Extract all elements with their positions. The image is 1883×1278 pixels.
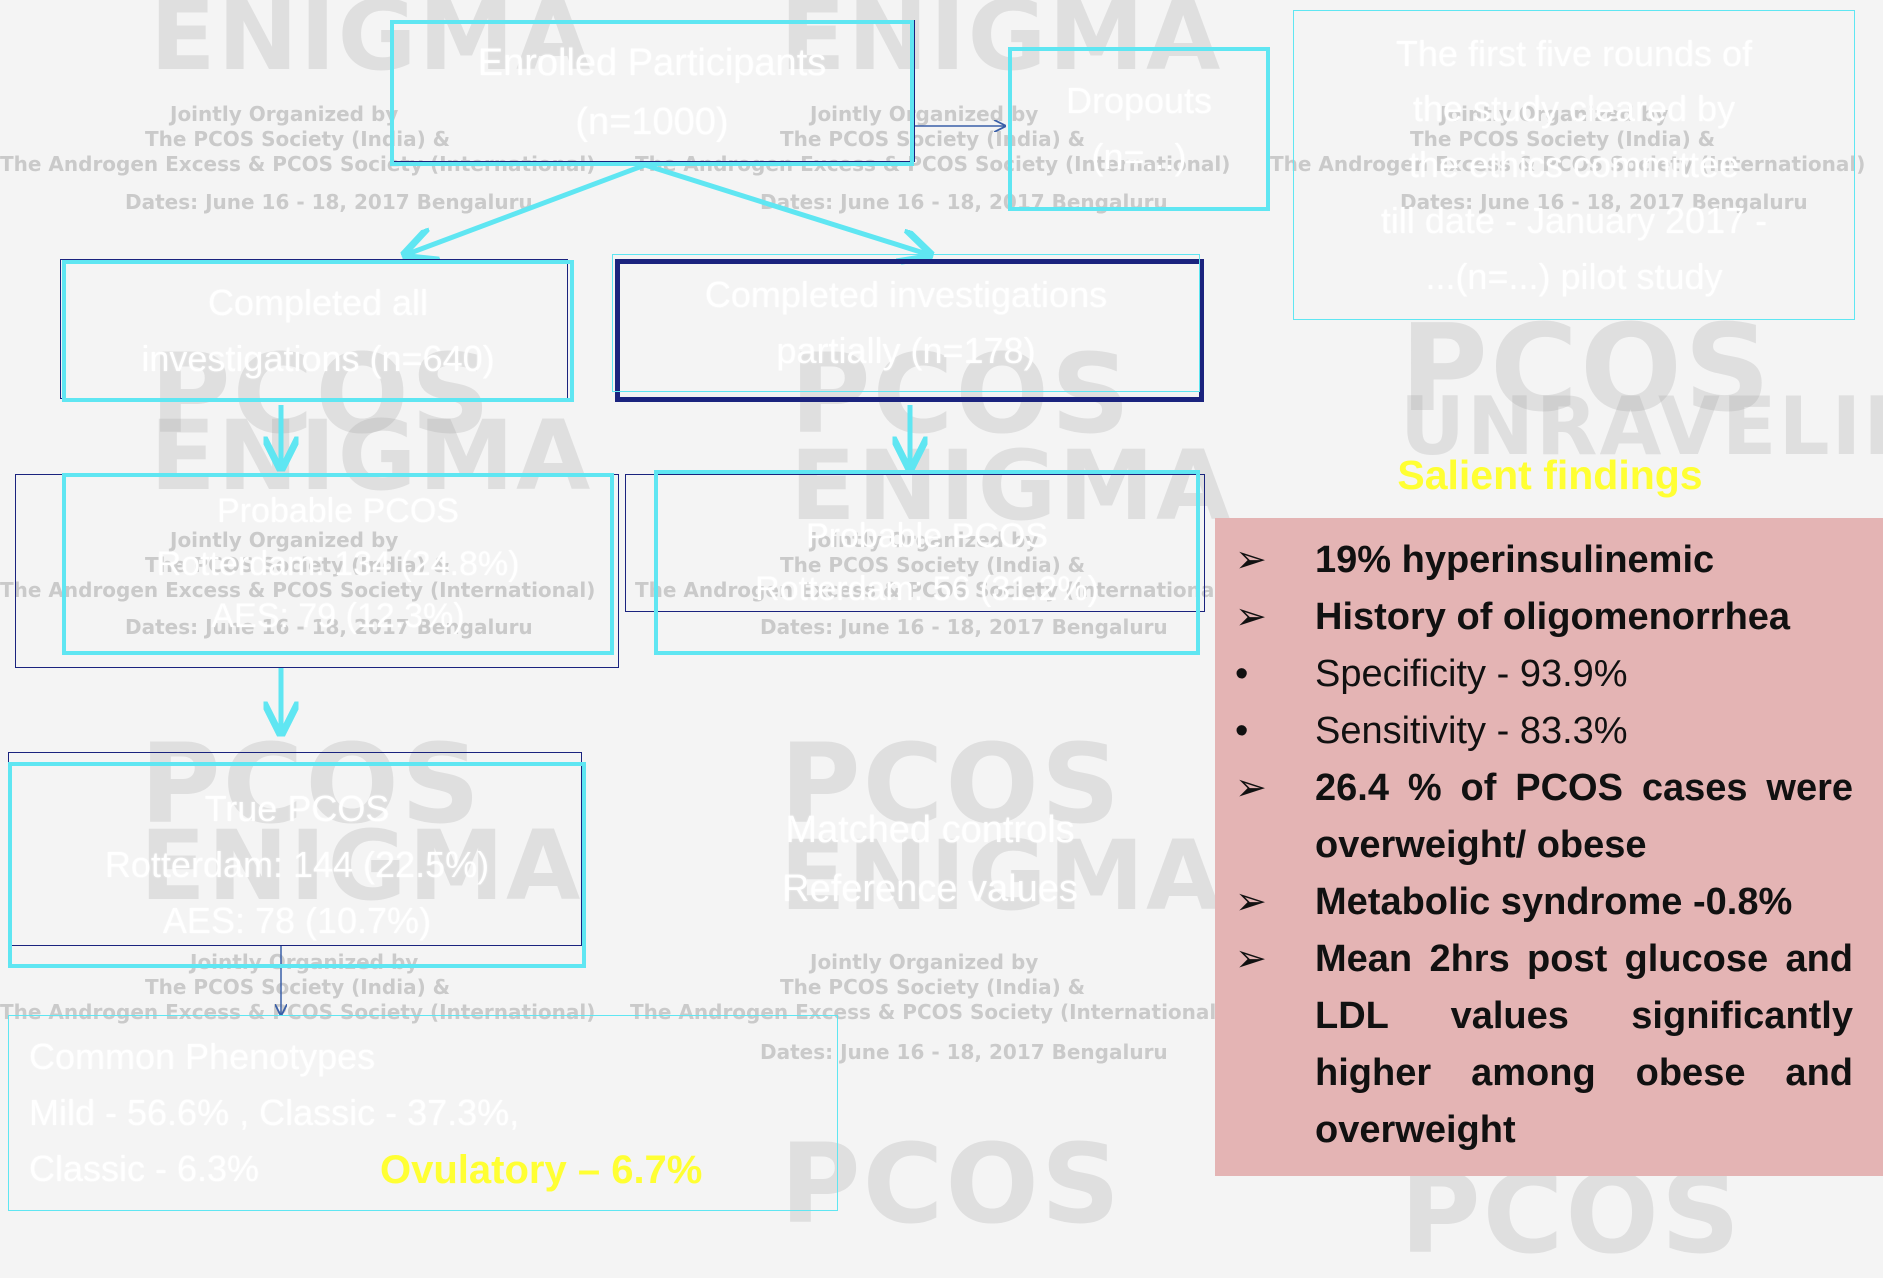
probable-left-line: Probable PCOS [217,491,459,530]
matched-line: Matched controls [785,809,1075,852]
probable-right-line: Rotterdam: 56 (31.2%) [755,569,1099,608]
finding-item: • Sensitivity - 83.3% [1235,703,1863,760]
study-rounds-box: The first five rounds of the study clear… [1293,10,1855,320]
enrolled-participants-box: Enrolled Participants (n=1000) [390,20,914,166]
study-rounds-line: the ethics committee [1408,144,1740,186]
probable-left-line: AES: 79 (12.3%) [211,597,465,636]
probable-left-line: Rotterdam: 134 (24.8%) [156,544,520,583]
phenotypes-line: Common Phenotypes [29,1036,376,1078]
enrolled-line: Enrolled Participants [477,42,827,85]
study-rounds-line: ...(n=...) pilot study [1425,255,1723,297]
true-pcos-line: AES: 78 (10.7%) [162,899,432,941]
probable-right-line: Probable PCOS [806,516,1048,555]
arrow-bullet-icon: ➢ [1235,596,1267,638]
arrow-enrolled-to-completed [405,162,646,255]
true-pcos-line: True PCOS [204,788,390,830]
arrow-bullet-icon: ➢ [1235,539,1267,581]
finding-text: Metabolic syndrome -0.8% [1315,881,1793,923]
dropouts-line: Dropouts [1065,80,1213,122]
completed-line: investigations (n=640) [141,338,495,379]
completed-investigations-box: Completed all investigations (n=640) [62,260,574,402]
arrow-bullet-icon: ➢ [1235,881,1267,923]
phenotypes-line: Classic - 6.3% [29,1147,260,1189]
probable-pcos-left-box: Probable PCOS Rotterdam: 134 (24.8%) AES… [62,473,614,655]
partial-line: Completed investigations [704,274,1108,316]
finding-item: ➢ Metabolic syndrome -0.8% [1235,874,1863,931]
probable-pcos-right-frame [625,474,1205,612]
common-phenotypes-box: Common Phenotypes Mild - 56.6% , Classic… [8,1015,838,1211]
enrolled-line: (n=1000) [575,101,729,143]
dot-bullet-icon: • [1235,710,1249,752]
partial-box-frame [615,259,1204,402]
finding-text: 19% hyperinsulinemic [1315,539,1715,581]
probable-pcos-right-box: Probable PCOS Rotterdam: 56 (31.2%) [654,470,1200,655]
finding-item: ➢ Mean 2hrs post glucose and LDL values … [1235,931,1863,1159]
finding-text: Mean 2hrs post glucose and LDL values si… [1315,938,1853,1151]
finding-item: ➢ 19% hyperinsulinemic [1235,532,1863,589]
finding-text: Sensitivity - 83.3% [1315,710,1628,752]
finding-text: Specificity - 93.9% [1315,653,1628,695]
study-rounds-line: The first five rounds of [1395,32,1753,74]
finding-item: • Specificity - 93.9% [1235,646,1863,703]
true-pcos-line: Rotterdam: 144 (22.5%) [104,844,490,886]
finding-text: History of oligomenorrhea [1315,596,1791,638]
matched-line: Reference values [782,868,1078,910]
dropouts-line: (n=...) [1091,136,1187,177]
dot-bullet-icon: • [1235,653,1249,695]
arrow-bullet-icon: ➢ [1235,767,1267,809]
arrow-bullet-icon: ➢ [1235,938,1267,980]
dropouts-box: Dropouts (n=...) [1008,47,1270,211]
finding-item: ➢ History of oligomenorrhea [1235,589,1863,646]
partial-investigations-box: Completed investigations partially (n=17… [612,254,1200,392]
partial-line: partially (n=178) [776,330,1036,371]
completed-line: Completed all [207,282,429,324]
finding-item: ➢ 26.4 % of PCOS cases were overweight/ … [1235,760,1863,874]
matched-controls-label: Matched controls Reference values [705,770,1155,950]
finding-text: 26.4 % of PCOS cases were overweight/ ob… [1315,767,1853,866]
salient-findings-panel: ➢ 19% hyperinsulinemic ➢ History of olig… [1215,518,1883,1176]
true-pcos-box: True PCOS Rotterdam: 144 (22.5%) AES: 78… [8,762,586,968]
ovulatory-label: Ovulatory – 6.7% [380,1148,703,1192]
flow-arrows [0,0,1883,1211]
study-rounds-line: till date - January 2017 - [1380,199,1768,241]
salient-findings-title: Salient findings [1397,452,1703,498]
arrow-enrolled-to-partial [644,162,930,255]
phenotypes-line: Mild - 56.6% , Classic - 37.3%, [29,1092,520,1134]
study-rounds-line: the study cleared by [1412,88,1736,130]
